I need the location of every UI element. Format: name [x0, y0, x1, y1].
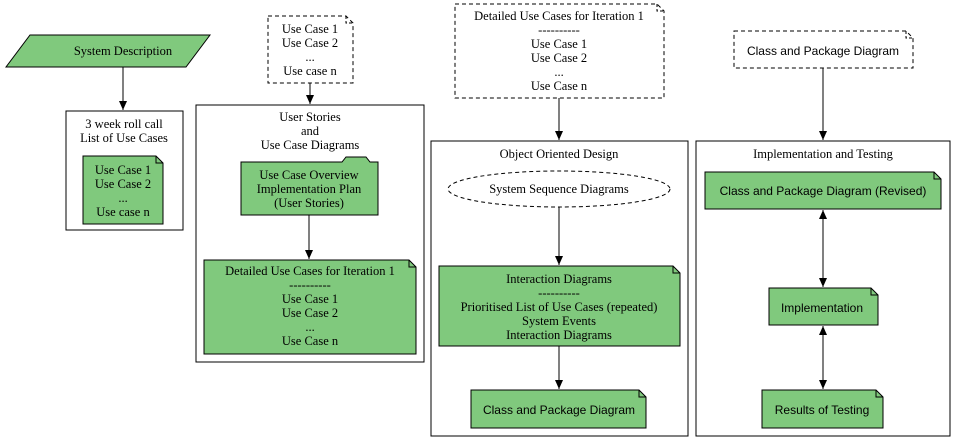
user-stories-container: User Stories and Use Case Diagrams Use C…: [195, 104, 425, 363]
rollcall-note: Use Case 1 Use Case 2 ... Use case n: [82, 155, 164, 225]
class-pkg-label: Class and Package Diagram: [483, 403, 635, 417]
rollcall-note-line-3: ...: [118, 191, 127, 205]
rollcall-container: 3 week roll call List of Use Cases Use C…: [65, 110, 184, 231]
detailed-inner-line-1: Detailed Use Cases for Iteration 1: [225, 264, 395, 278]
user-stories-line-1: User Stories: [279, 110, 341, 124]
overview-folder: Use Case Overview Implementation Plan (U…: [240, 156, 379, 216]
overview-line-1: Use Case Overview: [259, 168, 358, 182]
detailed-inner-line-5: ...: [305, 320, 314, 334]
detailed-top-note: Detailed Use Cases for Iteration 1 -----…: [454, 3, 665, 99]
interaction-note: Interaction Diagrams ---------- Prioriti…: [438, 265, 681, 347]
detailed-inner-line-4: Use Case 2: [282, 306, 338, 320]
impl-title: Implementation and Testing: [753, 147, 894, 161]
ood-title: Object Oriented Design: [500, 147, 619, 161]
interaction-line-1: Interaction Diagrams: [506, 272, 612, 286]
implementation-note: Implementation: [768, 287, 879, 326]
detailed-top-line-1: Detailed Use Cases for Iteration 1: [474, 9, 644, 23]
rollcall-note-line-4: Use case n: [96, 205, 150, 219]
detailed-top-line-4: Use Case 2: [531, 51, 587, 65]
class-pkg-note: Class and Package Diagram: [470, 389, 647, 429]
overview-line-3: (User Stories): [274, 196, 344, 210]
system-description-node: System Description: [5, 34, 211, 68]
detailed-inner-note: Detailed Use Cases for Iteration 1 -----…: [203, 259, 417, 355]
detailed-top-line-5: ...: [554, 65, 563, 79]
interaction-line-3: Prioritised List of Use Cases (repeated): [461, 300, 658, 314]
implementation-label: Implementation: [781, 301, 863, 315]
interaction-line-5: Interaction Diagrams: [506, 328, 612, 342]
overview-line-2: Implementation Plan: [257, 182, 362, 196]
ssd-node: System Sequence Diagrams: [447, 170, 671, 208]
system-description-label: System Description: [74, 44, 173, 58]
impl-container: Implementation and Testing Class and Pac…: [695, 140, 951, 437]
rollcall-line-1: 3 week roll call: [85, 117, 163, 131]
top-use-cases-line-4: Use case n: [283, 64, 337, 78]
class-pkg-top-label: Class and Package Diagram: [747, 44, 899, 58]
ood-container: Object Oriented Design System Sequence D…: [430, 140, 689, 437]
rollcall-note-line-2: Use Case 2: [95, 177, 151, 191]
class-pkg-top-note: Class and Package Diagram: [733, 30, 914, 69]
user-stories-line-2: and: [301, 124, 320, 138]
rollcall-note-line-1: Use Case 1: [95, 163, 151, 177]
class-pkg-revised-note: Class and Package Diagram (Revised): [704, 171, 942, 210]
results-label: Results of Testing: [775, 403, 870, 417]
detailed-top-line-3: Use Case 1: [531, 37, 587, 51]
detailed-top-line-2: ----------: [538, 23, 580, 37]
top-use-cases-line-3: ...: [305, 50, 314, 64]
detailed-inner-line-6: Use Case n: [282, 334, 339, 348]
top-use-cases-line-1: Use Case 1: [282, 22, 338, 36]
detailed-inner-line-3: Use Case 1: [282, 292, 338, 306]
ssd-label: System Sequence Diagrams: [489, 182, 629, 196]
class-pkg-revised-label: Class and Package Diagram (Revised): [720, 184, 927, 198]
detailed-inner-line-2: ----------: [289, 278, 331, 292]
user-stories-line-3: Use Case Diagrams: [261, 138, 360, 152]
top-use-cases-note: Use Case 1 Use Case 2 ... Use case n: [267, 15, 354, 84]
rollcall-line-2: List of Use Cases: [80, 131, 168, 145]
results-note: Results of Testing: [761, 389, 884, 429]
interaction-line-2: ----------: [538, 286, 580, 300]
interaction-line-4: System Events: [522, 314, 596, 328]
detailed-top-line-6: Use Case n: [531, 79, 588, 93]
top-use-cases-line-2: Use Case 2: [282, 36, 338, 50]
